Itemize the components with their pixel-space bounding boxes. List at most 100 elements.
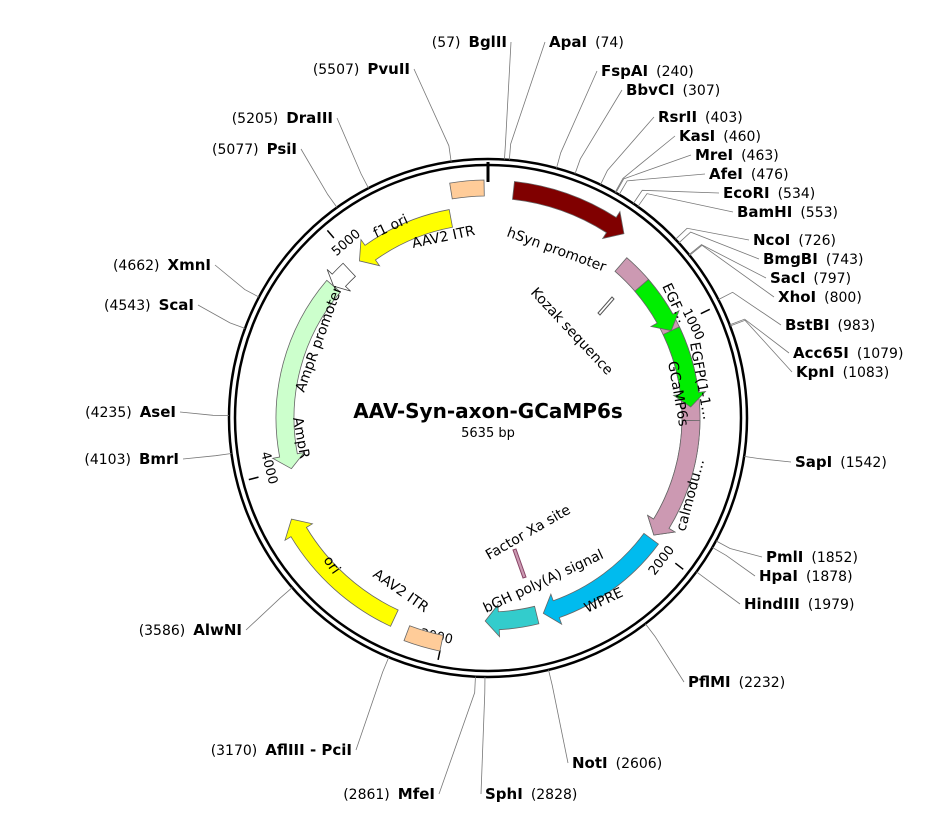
- enzyme-name: AlwNI: [193, 621, 242, 639]
- plasmid-title: AAV-Syn-axon-GCaMP6s: [353, 399, 623, 423]
- factor-xa-mark: [512, 548, 527, 579]
- site-leader: [336, 117, 369, 189]
- enzyme-name: BmrI: [139, 450, 179, 468]
- enzyme-name: FspAI: [601, 62, 648, 80]
- tick-mark: [326, 229, 335, 239]
- enzyme-name: MfeI: [398, 785, 435, 803]
- site-leader: [197, 304, 246, 329]
- site-leader: [300, 148, 338, 208]
- site-label: SphI(2828): [485, 785, 577, 803]
- site-label: NotI (2606): [572, 754, 662, 772]
- feature-layer: [271, 179, 707, 652]
- feature-arc-aav2-itr: [449, 179, 485, 200]
- site-leader: [645, 623, 685, 683]
- feature-arc-aav2-itr: [403, 625, 444, 652]
- enzyme-name: SapI: [795, 453, 832, 471]
- enzyme-name: DraIII: [286, 109, 333, 127]
- enzyme-name: AflIII - PciI: [265, 741, 352, 759]
- site-leader: [614, 135, 676, 193]
- site-position: (4662): [113, 258, 160, 274]
- site-position: (553): [800, 205, 838, 221]
- site-position: (1878): [806, 569, 853, 585]
- enzyme-name: PsiI: [267, 140, 297, 158]
- site-position: (4235): [85, 405, 132, 421]
- site-leader: [729, 318, 790, 354]
- enzyme-name: BmgBI: [763, 250, 818, 268]
- site-leader: [632, 189, 720, 204]
- site-leader: [678, 231, 760, 260]
- feature-arc-ampr: [271, 279, 342, 470]
- site-position: (1542): [840, 455, 887, 471]
- enzyme-name: ApaI: [549, 33, 587, 51]
- site-leader: [675, 227, 750, 241]
- site-label: NcoI(726): [753, 231, 836, 249]
- feature-arc-calmodu: [646, 420, 701, 536]
- site-label: PmlI(1852): [766, 548, 858, 566]
- site-position: (463): [741, 148, 779, 164]
- site-label: (4662)XmnI: [113, 256, 211, 274]
- site-label: ApaI (74): [549, 33, 624, 51]
- site-label: (57)BglII: [432, 33, 507, 51]
- feature-arc-hsyn-promoter: [512, 181, 625, 240]
- site-label: PflMI(2232): [688, 673, 785, 691]
- site-leader: [600, 116, 655, 185]
- site-position: (57): [432, 35, 461, 51]
- site-leader: [637, 193, 734, 213]
- site-position: (1979): [808, 597, 855, 613]
- site-label: BamHI(553): [737, 203, 838, 221]
- site-leader: [689, 244, 775, 298]
- site-position: (5205): [232, 111, 279, 127]
- site-label: (4103) BmrI: [84, 450, 179, 468]
- tick-label: 4000: [257, 450, 280, 486]
- site-position: (534): [778, 186, 816, 202]
- site-position: (800): [824, 290, 862, 306]
- site-position: (240): [656, 64, 694, 80]
- kozak-mark: [597, 296, 615, 316]
- site-position: (1083): [843, 365, 890, 381]
- site-label: EcoRI(534): [723, 184, 815, 202]
- feature-arc-egf: [634, 278, 680, 332]
- feature-arc-egfp-1-1: [662, 326, 707, 408]
- enzyme-name: MreI: [695, 146, 733, 164]
- site-position: (74): [595, 35, 624, 51]
- site-position: (4543): [104, 298, 151, 314]
- site-position: (2861): [343, 787, 390, 803]
- enzyme-name: HpaI: [759, 567, 798, 585]
- tick-label: 5000: [329, 227, 364, 260]
- site-position: (403): [705, 110, 743, 126]
- tick-mark: [248, 476, 259, 481]
- site-leader: [729, 319, 793, 373]
- site-position: (460): [723, 129, 761, 145]
- backbone-outer-ring: [227, 157, 749, 679]
- site-position: (5507): [313, 62, 360, 78]
- site-leader: [504, 41, 512, 160]
- label-kozak-sequence: Kozak sequence: [527, 285, 616, 379]
- site-leader: [718, 291, 782, 326]
- site-position: (1079): [857, 346, 904, 362]
- label-hsyn-promoter: hSyn promoter: [505, 225, 609, 276]
- site-label: BstBI(983): [785, 316, 875, 334]
- site-label: SapI (1542): [795, 453, 887, 471]
- site-label: (5205) DraIII: [232, 109, 333, 127]
- site-leader: [413, 68, 452, 162]
- site-leader: [438, 676, 476, 795]
- site-leader: [245, 587, 293, 631]
- site-label: MreI (463): [695, 146, 779, 164]
- enzyme-name: NotI: [572, 754, 608, 772]
- site-position: (743): [826, 252, 864, 268]
- site-position: (476): [751, 167, 789, 183]
- enzyme-name: AseI: [140, 403, 176, 421]
- leader-layer: [179, 41, 793, 795]
- site-leader: [355, 657, 390, 751]
- site-label: HpaI (1878): [759, 567, 853, 585]
- site-label: (4235) AseI: [85, 403, 176, 421]
- site-label: XhoI(800): [778, 288, 862, 306]
- site-leader: [480, 676, 486, 795]
- site-leader: [508, 41, 546, 160]
- site-position: (4103): [84, 452, 131, 468]
- site-label: SacI(797): [770, 269, 851, 287]
- site-leader: [214, 264, 260, 298]
- site-position: (2606): [616, 756, 663, 772]
